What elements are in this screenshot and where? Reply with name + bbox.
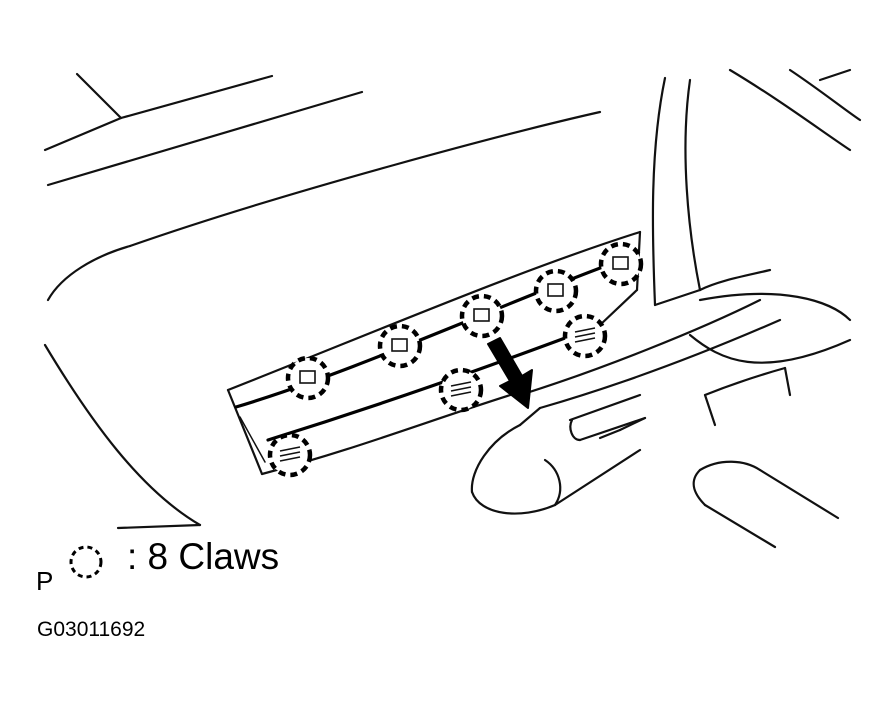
floor-pad [692, 460, 840, 549]
center-pillar [651, 68, 862, 307]
claw-markers [267, 241, 644, 478]
claw-marker [533, 268, 579, 314]
body-panel-lines [43, 72, 602, 530]
claw-marker [377, 323, 423, 369]
figure-code: G03011692 [37, 618, 146, 641]
claw-marker [438, 367, 484, 413]
seat-rail-bracket [470, 393, 647, 515]
claw-marker [267, 432, 313, 478]
claw-marker [285, 355, 331, 401]
view-letter: P [36, 566, 54, 596]
arrow-down-icon [487, 337, 533, 409]
floor-rail [518, 292, 852, 427]
claw-marker [598, 241, 644, 287]
claw-marker [562, 313, 608, 359]
claw-marker [459, 293, 505, 339]
legend-label: : 8 Claws [127, 536, 280, 577]
legend-claw-icon [69, 545, 103, 579]
